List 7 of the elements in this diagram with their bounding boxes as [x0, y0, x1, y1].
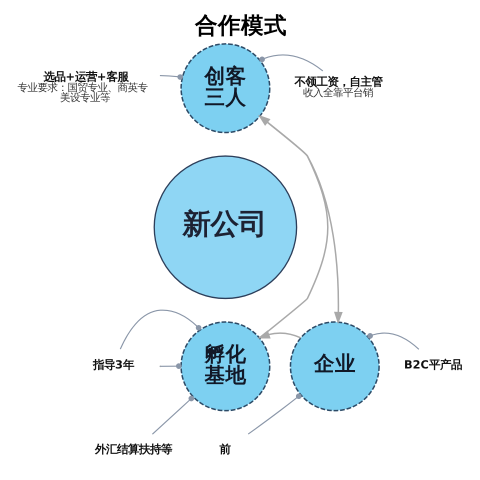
node-text: B2C平产品 [404, 358, 462, 372]
node-text: 选品+运营+客服 专业要求：国贸专业、商英专美设专业等 [17, 70, 148, 104]
node-text: 外汇结算扶持等 [94, 443, 172, 456]
node-text: 前 [218, 443, 230, 456]
diagram-title: 合作模式 [194, 12, 286, 39]
node-text: 不领工资，自主管 收入全靠平台销 [294, 75, 382, 100]
node-text: 指导3年 [92, 358, 134, 372]
